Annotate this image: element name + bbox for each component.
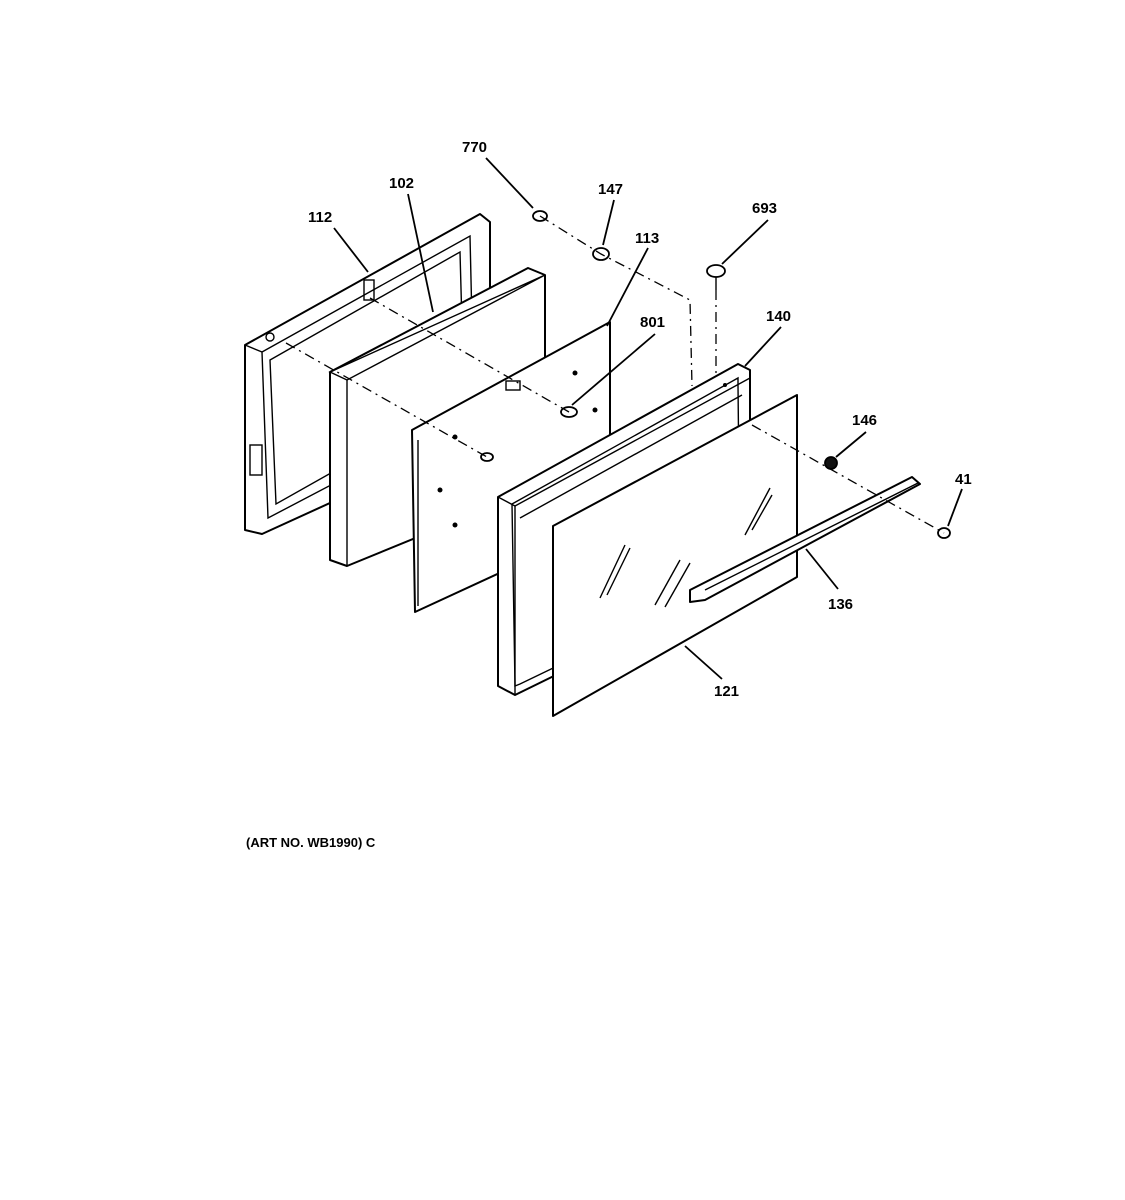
door-glass-part [552,394,798,717]
art-number-caption: (ART NO. WB1990) C [246,835,376,850]
handle-trim-part [689,476,921,603]
leader-lines [333,157,963,680]
callout-147: 147 [598,181,623,198]
callout-41: 41 [955,471,972,488]
callout-113: 113 [635,230,659,247]
callout-121: 121 [714,683,739,700]
callout-112: 112 [308,209,332,226]
callout-136: 136 [828,596,853,613]
callout-801: 801 [640,314,665,331]
callout-140: 140 [766,308,791,325]
spacer-146 [824,456,838,470]
screw-693 [706,264,726,290]
callout-labels: 770 102 147 112 113 693 801 140 146 41 1… [308,139,972,700]
callout-102: 102 [389,175,414,192]
callout-693: 693 [752,200,777,217]
callout-146: 146 [852,412,877,429]
assembly-lines [285,215,945,534]
callout-770: 770 [462,139,487,156]
